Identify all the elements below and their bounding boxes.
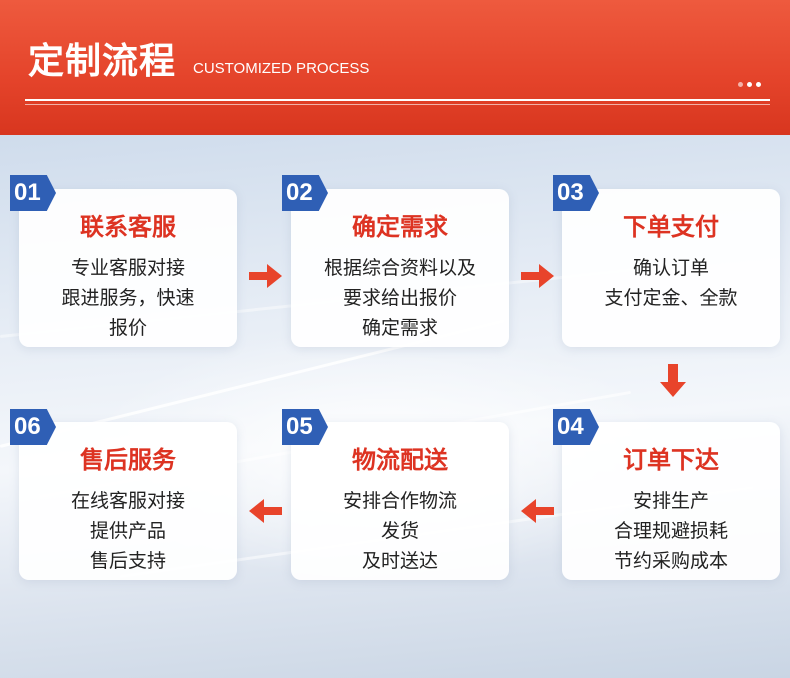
step-card-06: 售后服务 在线客服对接 提供产品 售后支持	[19, 422, 237, 580]
step-number-badge: 03	[553, 175, 599, 211]
step-description: 确认订单 支付定金、全款	[562, 253, 780, 313]
step-number-badge: 06	[10, 409, 56, 445]
arrow-right-icon	[521, 499, 554, 523]
step-line: 节约采购成本	[613, 550, 728, 572]
step-line: 支付定金、全款	[604, 287, 738, 309]
step-description: 专业客服对接 跟进服务，快速 报价	[19, 253, 237, 343]
step-title: 售后服务	[80, 446, 176, 474]
step-number-badge: 01	[10, 175, 56, 211]
arrow-down-icon	[660, 364, 686, 397]
step-line: 要求给出报价	[342, 287, 457, 309]
step-card-02: 确定需求 根据综合资料以及 要求给出报价 确定需求	[291, 189, 509, 347]
step-line: 及时送达	[361, 550, 438, 572]
step-title: 确定需求	[352, 213, 448, 241]
step-line: 合理规避损耗	[613, 520, 728, 542]
step-description: 安排生产 合理规避损耗 节约采购成本	[562, 486, 780, 576]
step-line: 安排合作物流	[342, 490, 457, 512]
step-card-04: 订单下达 安排生产 合理规避损耗 节约采购成本	[562, 422, 780, 580]
arrow-right-icon	[249, 264, 282, 288]
step-line: 安排生产	[632, 490, 709, 512]
step-line: 提供产品	[89, 520, 166, 542]
step-line: 售后支持	[89, 550, 166, 572]
step-number-badge: 02	[282, 175, 328, 211]
step-title: 订单下达	[623, 446, 719, 474]
step-number-badge: 05	[282, 409, 328, 445]
page-subtitle: CUSTOMIZED PROCESS	[193, 60, 370, 77]
step-line: 根据综合资料以及	[323, 257, 476, 279]
step-description: 安排合作物流 发货 及时送达	[291, 486, 509, 576]
step-description: 根据综合资料以及 要求给出报价 确定需求	[291, 253, 509, 343]
step-line: 确定需求	[361, 317, 438, 339]
step-title: 下单支付	[623, 213, 719, 241]
step-card-01: 联系客服 专业客服对接 跟进服务，快速 报价	[19, 189, 237, 347]
step-card-05: 物流配送 安排合作物流 发货 及时送达	[291, 422, 509, 580]
step-card-03: 下单支付 确认订单 支付定金、全款	[562, 189, 780, 347]
dots-icon	[738, 82, 761, 87]
arrow-right-icon	[521, 264, 554, 288]
step-number-badge: 04	[553, 409, 599, 445]
step-title: 物流配送	[352, 446, 448, 474]
step-line: 发货	[380, 520, 419, 542]
arrow-right-icon	[249, 499, 282, 523]
step-line: 跟进服务，快速	[61, 287, 195, 309]
header-divider-thin	[25, 104, 770, 105]
page-title: 定制流程	[28, 41, 177, 82]
step-line: 确认订单	[632, 257, 709, 279]
header-banner: 定制流程 CUSTOMIZED PROCESS	[0, 0, 790, 135]
step-description: 在线客服对接 提供产品 售后支持	[19, 486, 237, 576]
step-line: 报价	[108, 317, 147, 339]
step-line: 专业客服对接	[70, 257, 185, 279]
step-title: 联系客服	[80, 213, 176, 241]
step-line: 在线客服对接	[70, 490, 185, 512]
header-divider	[25, 99, 770, 101]
